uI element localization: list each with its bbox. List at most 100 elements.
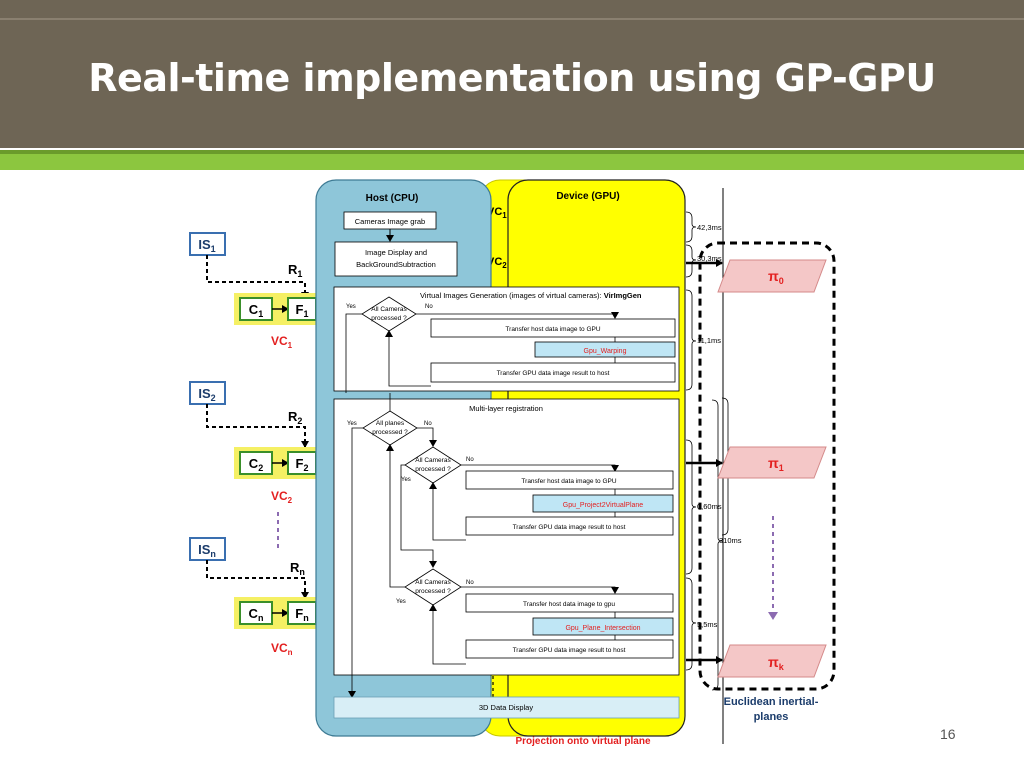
planes-no-arrow: [417, 427, 437, 447]
vig-no: No: [425, 304, 433, 310]
b2-loop-arrow: [429, 604, 466, 665]
timing-bracket-5: [685, 439, 697, 575]
is-r-path-n: [206, 560, 309, 599]
b2-yes-arrow: [386, 444, 405, 588]
b1-transfer-gpu-text: Transfer host data image to GPU: [521, 478, 616, 485]
c-label-1: C1: [249, 302, 263, 319]
planes-no: No: [424, 421, 432, 427]
timing-2: 30,3ms: [697, 254, 722, 263]
timing-5: 0,60ms: [697, 502, 722, 511]
plane-0: [717, 259, 827, 293]
b2-transfer-host-box: [465, 639, 674, 659]
timing-bracket-3: [685, 289, 697, 391]
data-display-box: [333, 696, 680, 719]
r-label-1: R1: [288, 262, 302, 279]
is-r-path-1: [206, 255, 309, 299]
timing-3: 11,1ms: [697, 336, 721, 345]
vig-no-arrow: [416, 312, 619, 319]
image-display-text-2: BackGroundSubtraction: [356, 260, 436, 269]
b1-decision-text-1: All Cameras: [415, 457, 451, 464]
timing-bracket-2: [685, 244, 697, 278]
plane-1: [717, 446, 827, 479]
timing-bracket-1: [685, 211, 697, 243]
timing-bracket-6: [711, 399, 723, 691]
data-display-text: 3D Data Display: [479, 703, 533, 712]
b1-no: No: [466, 457, 474, 463]
plane-0-label: π0: [768, 268, 784, 286]
vc-label-2: VC2: [271, 489, 293, 505]
is-label-n: ISn: [198, 542, 216, 559]
b1-kernel-box: [532, 494, 674, 513]
image-display-box: [334, 241, 458, 277]
r-label-n: Rn: [290, 560, 305, 577]
accent-rule-dark: [0, 150, 1024, 154]
b1-loop-arrow: [429, 482, 466, 541]
timing-7: 5,5ms: [697, 620, 718, 629]
b1-yes-arrow: [400, 464, 437, 568]
plane-1-label: π1: [768, 455, 784, 473]
vc-label-1: VC1: [271, 334, 293, 350]
planes-yes: Yes: [347, 421, 357, 427]
vig-decision-text-2: processed ?: [371, 315, 407, 322]
plane-k-label: πk: [768, 654, 785, 672]
b1-transfer-host-text: Transfer GPU data image result to host: [513, 524, 626, 531]
is-label-2: IS2: [198, 386, 215, 403]
planes-yes-arrow: [348, 427, 363, 698]
vig-transfer-gpu-box: [430, 318, 676, 338]
b1-no-arrow: [461, 464, 619, 472]
title-bar: Real-time implementation using GP-GPU: [0, 0, 1024, 148]
b1-yes: Yes: [401, 477, 411, 483]
f-label-1: F1: [296, 302, 309, 319]
b2-transfer-host-text: Transfer GPU data image result to host: [513, 647, 626, 654]
vig-transfer-gpu-text: Transfer host data image to GPU: [505, 326, 600, 333]
b1-decision-text-2: processed ?: [415, 466, 451, 473]
r-label-2: R2: [288, 409, 302, 426]
title-bar-rule: [0, 18, 1024, 20]
device-label: Device (GPU): [556, 191, 619, 202]
multilayer-title: Multi-layer registration: [469, 404, 543, 413]
vig-kernel-box: [534, 341, 676, 358]
slide-title: Real-time implementation using GP-GPU: [88, 56, 936, 100]
projection-label: Projection onto virtual plane: [515, 736, 650, 747]
vig-yes: Yes: [346, 304, 356, 310]
image-display-text-1: Image Display and: [365, 248, 427, 257]
vig-transfer-host-box: [430, 362, 676, 383]
vig-transfer-host-text: Transfer GPU data image result to host: [497, 370, 610, 377]
timing-6: 310ms: [719, 536, 742, 545]
b2-no-arrow: [461, 586, 619, 594]
timing-bracket-7: [685, 577, 697, 671]
b2-yes: Yes: [396, 599, 406, 605]
vig-kernel-text: Gpu_Warping: [584, 348, 627, 355]
timing-1: 42,3ms: [697, 223, 722, 232]
b2-decision-text-1: All Cameras: [415, 579, 451, 586]
virtual-images-title: Virtual Images Generation (images of vir…: [420, 291, 642, 300]
host-label: Host (CPU): [366, 193, 419, 204]
vig-decision-text-1: All Cameras: [371, 306, 407, 313]
page-number: 16: [940, 726, 956, 742]
camera-column: IS1 R1 C1 F1 VC1 IS2 R2 C2 F2 VC2 ISn Rn…: [189, 232, 318, 657]
c-label-n: Cn: [249, 606, 264, 623]
f-label-2: F2: [296, 456, 309, 473]
f-label-n: Fn: [295, 606, 308, 623]
b1-kernel-text: Gpu_Project2VirtualPlane: [563, 502, 644, 509]
b2-decision-text-2: processed ?: [415, 588, 451, 595]
b2-kernel-box: [532, 617, 674, 636]
plane-k: [717, 644, 827, 678]
vig-loop-arrow: [385, 330, 431, 387]
is-r-path-2: [206, 404, 309, 448]
cameras-grab-text: Cameras Image grab: [355, 217, 425, 226]
euclidean-label-2: planes: [754, 711, 789, 723]
b1-transfer-gpu-box: [465, 470, 674, 490]
inertial-planes-frame: [698, 241, 836, 691]
b2-transfer-gpu-box: [465, 593, 674, 613]
b1-transfer-host-box: [465, 516, 674, 536]
is-label-1: IS1: [198, 237, 215, 254]
accent-rule: [0, 150, 1024, 170]
c-label-2: C2: [249, 456, 263, 473]
b2-kernel-text: Gpu_Plane_Intersection: [565, 625, 640, 632]
planes-decision-text-2: processed ?: [372, 429, 408, 436]
euclidean-label-1: Euclidean inertial-: [724, 696, 819, 708]
vc-label-n: VCn: [271, 641, 293, 657]
vig-yes-line: [345, 313, 362, 393]
